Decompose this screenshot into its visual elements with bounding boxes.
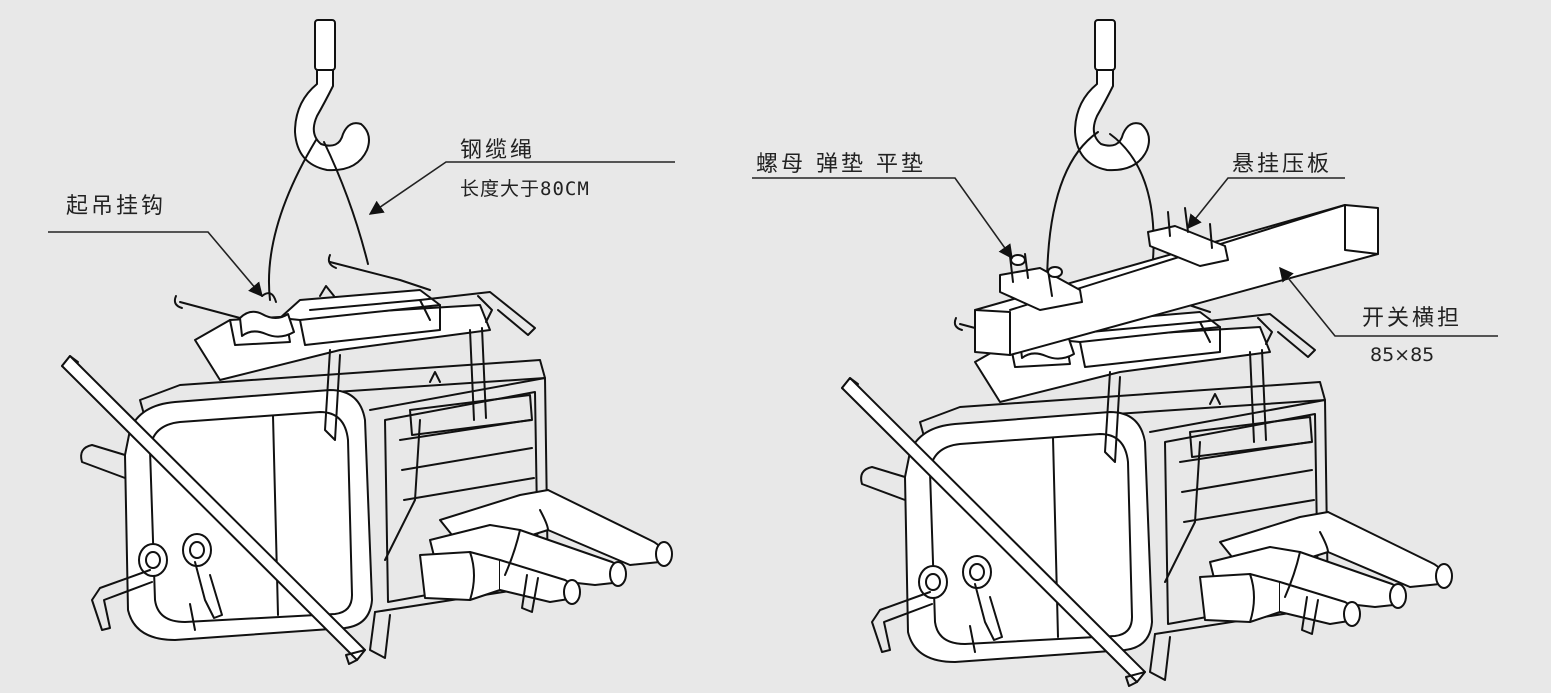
nut-washers-label: 螺母 弹垫 平垫 — [756, 152, 926, 177]
hanging-plate-label: 悬挂压板 — [1232, 152, 1333, 177]
cross-arm-size-label: 85×85 — [1370, 344, 1435, 366]
cross-arm-label: 开关横担 — [1362, 306, 1463, 331]
left-switch-drawing — [61, 19, 673, 665]
wire-rope-label: 钢缆绳 — [460, 138, 536, 163]
right-switch-drawing — [841, 19, 1453, 687]
cross-arm-drawing — [974, 204, 1379, 356]
rope-length-label: 长度大于80CM — [460, 178, 590, 200]
lifting-hook-label: 起吊挂钩 — [66, 194, 167, 219]
